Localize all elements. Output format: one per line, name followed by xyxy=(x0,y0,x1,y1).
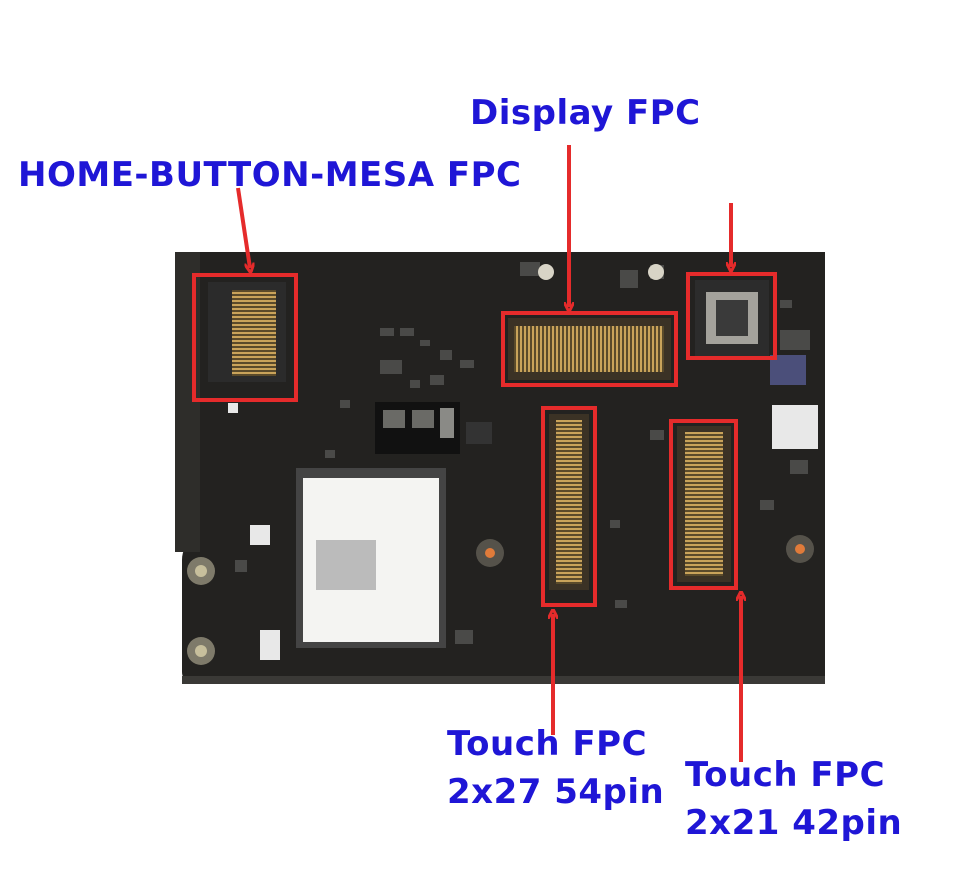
touch-fpc-42pin-label-line2: 2x21 42pin xyxy=(685,803,903,843)
touch-fpc-54pin-label-line2: 2x27 54pin xyxy=(447,772,665,812)
home-button-connector xyxy=(208,282,286,382)
touch-connector-54pin xyxy=(549,414,589,590)
mounting-holes xyxy=(187,264,814,665)
main-ic-shield xyxy=(296,468,446,648)
battery-connector xyxy=(695,280,769,356)
touch-42pin-highlight-box xyxy=(669,419,738,590)
touch-54pin-highlight-box xyxy=(541,406,597,607)
touch-fpc-42pin-label-line1: Touch FPC xyxy=(685,755,886,795)
battery-highlight-box xyxy=(686,272,777,360)
display-highlight-box xyxy=(501,311,678,387)
touch-fpc-54pin-label-line1: Touch FPC xyxy=(447,724,648,764)
chip-cluster xyxy=(375,402,492,454)
touch-connector-42pin xyxy=(677,426,731,582)
home-button-fpc-label: HOME-BUTTON-MESA FPC xyxy=(18,155,522,195)
home-button-arrow xyxy=(236,187,250,268)
display-connector xyxy=(508,318,671,380)
home-button-highlight-box xyxy=(192,273,298,402)
display-fpc-label: Display FPC xyxy=(470,93,701,133)
